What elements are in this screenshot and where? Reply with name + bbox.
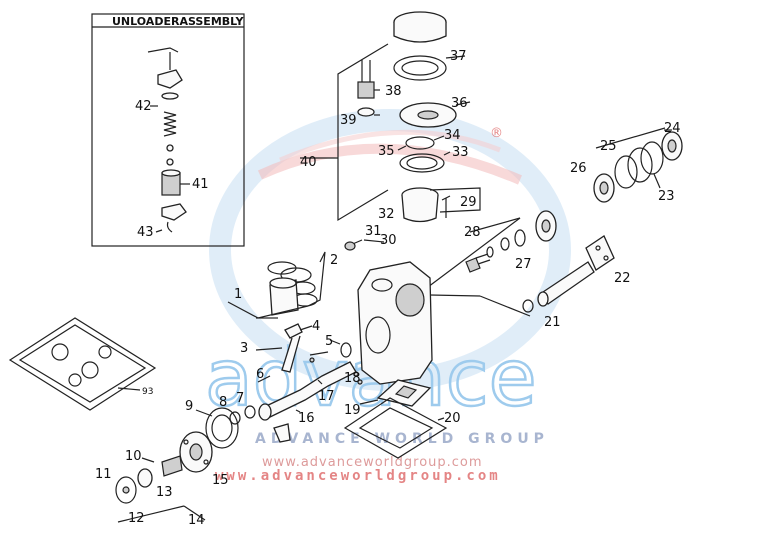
label-27: 27	[515, 257, 532, 272]
label-26: 26	[570, 161, 587, 176]
label-3: 3	[240, 341, 248, 356]
label-20: 20	[444, 411, 461, 426]
cylinder-head-stack: 37 38 39 36 34 35 33 40	[300, 11, 471, 222]
label-28: 28	[464, 225, 481, 240]
label-16: 16	[298, 411, 315, 426]
label-93: 93	[142, 387, 153, 397]
label-6: 6	[256, 367, 264, 382]
label-36: 36	[451, 96, 468, 111]
label-37: 37	[450, 49, 467, 64]
label-42: 42	[135, 99, 152, 114]
label-38: 38	[385, 84, 402, 99]
label-35: 35	[378, 144, 395, 159]
rear-cover-group: 26 25 24 23	[570, 121, 683, 204]
label-15: 15	[212, 473, 229, 488]
label-21: 21	[544, 315, 561, 330]
label-31: 31	[365, 224, 382, 239]
label-11: 11	[95, 467, 112, 482]
label-25: 25	[600, 139, 617, 154]
label-14: 14	[188, 513, 205, 528]
label-30: 30	[380, 233, 397, 248]
liner-group: 32 29	[378, 187, 481, 223]
label-22: 22	[614, 271, 631, 286]
crankcase: 31 30	[344, 224, 433, 385]
registered-mark: ®	[490, 126, 503, 141]
label-32: 32	[378, 207, 395, 222]
label-18: 18	[344, 371, 361, 386]
bottom-plates: 19 20	[343, 379, 461, 459]
label-19: 19	[344, 403, 361, 418]
label-12: 12	[128, 511, 145, 526]
front-flange-group: 9 10 11 12 13 14 15	[95, 399, 239, 528]
label-24: 24	[664, 121, 681, 136]
label-41: 41	[192, 177, 209, 192]
label-8: 8	[219, 395, 227, 410]
label-40: 40	[300, 155, 317, 170]
right-side-group: 28 27 22 21	[423, 210, 631, 330]
label-33: 33	[452, 145, 469, 160]
watermark-company: ADVANCE WORLD GROUP	[255, 431, 549, 447]
label-1: 1	[234, 287, 242, 302]
piston-group: 2 1 3 4	[227, 251, 338, 373]
inset-title: UNLOADERASSEMBLY	[112, 15, 244, 28]
unloader-assembly-inset: UNLOADERASSEMBLY 42 41 43	[91, 13, 245, 247]
label-34: 34	[444, 128, 461, 143]
gasket-set-93: 93	[8, 317, 157, 411]
label-23: 23	[658, 189, 675, 204]
label-5: 5	[325, 334, 333, 349]
label-13: 13	[156, 485, 173, 500]
crankshaft-group: 5 6 7 8 16 17 18	[219, 334, 363, 443]
watermark-url-2: www.advanceworldgroup.com	[215, 468, 501, 484]
watermark-url-1: www.advanceworldgroup.com	[262, 455, 483, 470]
label-2: 2	[330, 253, 338, 268]
label-43: 43	[137, 225, 154, 240]
label-39: 39	[340, 113, 357, 128]
label-17: 17	[318, 389, 335, 404]
label-29: 29	[460, 195, 477, 210]
label-4: 4	[312, 319, 320, 334]
label-10: 10	[125, 449, 142, 464]
label-7: 7	[236, 391, 244, 406]
label-9: 9	[185, 399, 193, 414]
